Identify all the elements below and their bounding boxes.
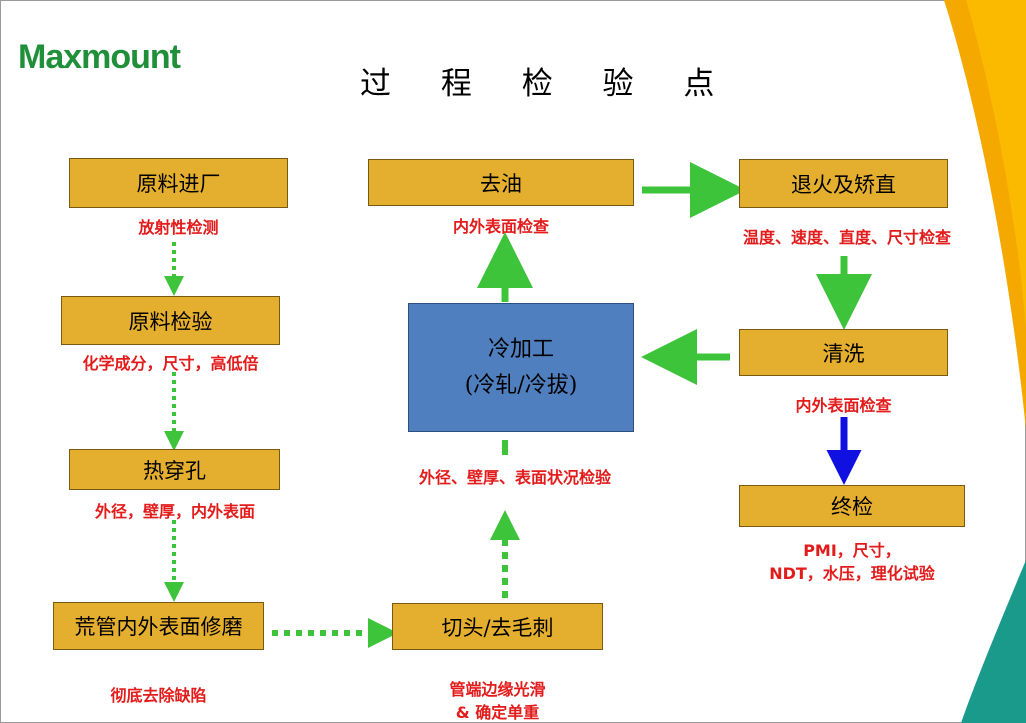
step-cleaning: 清洗 xyxy=(739,329,948,376)
step-label: 清洗 xyxy=(822,341,865,366)
company-logo: Maxmount xyxy=(18,38,181,76)
note-cutting-line2: & 确定单重 xyxy=(455,703,540,722)
note-final-line1: PMI，尺寸， xyxy=(803,541,901,560)
step-raw-material-in: 原料进厂 xyxy=(69,158,288,208)
note-annealing: 温度、速度、直度、尺寸检查 xyxy=(742,228,951,247)
note-raw-material-inspection: 化学成分，尺寸，高低倍 xyxy=(82,354,259,373)
step-label: 去油 xyxy=(480,171,522,196)
note-grinding: 彻底去除缺陷 xyxy=(110,686,207,705)
step-cutting: 切头/去毛刺 xyxy=(392,603,603,650)
step-grinding: 荒管内外表面修磨 xyxy=(53,602,264,650)
step-hot-piercing: 热穿孔 xyxy=(69,449,280,490)
note-cold-working: 外径、壁厚、表面状况检验 xyxy=(418,468,611,487)
note-hot-piercing: 外径，壁厚，内外表面 xyxy=(94,502,255,521)
note-final-line2: NDT，水压，理化试验 xyxy=(769,564,935,583)
step-label: 荒管内外表面修磨 xyxy=(74,615,243,639)
step-label: 原料检验 xyxy=(128,309,213,334)
step-annealing: 退火及矫直 xyxy=(739,159,948,208)
note-cutting-line1: 管端边缘光滑 xyxy=(449,680,546,699)
step-label: 原料进厂 xyxy=(136,172,221,196)
step-raw-material-inspection: 原料检验 xyxy=(61,296,280,345)
step-label-line2: (冷轧/冷拔) xyxy=(464,372,578,398)
step-cold-working: 冷加工 (冷轧/冷拔) xyxy=(408,303,634,432)
note-degreasing: 内外表面检查 xyxy=(452,217,549,236)
step-final-inspection: 终检 xyxy=(739,485,965,527)
step-label: 切头/去毛刺 xyxy=(441,615,554,640)
note-cleaning: 内外表面检查 xyxy=(795,396,892,415)
step-label: 退火及矫直 xyxy=(791,172,896,197)
step-label-line1: 冷加工 xyxy=(487,336,554,362)
page-title: 过 程 检 验 点 xyxy=(360,66,735,102)
note-raw-material-in: 放射性检测 xyxy=(138,218,219,237)
step-label: 热穿孔 xyxy=(143,458,206,483)
step-label: 终检 xyxy=(831,495,873,519)
corner-decoration xyxy=(944,0,1026,723)
step-degreasing: 去油 xyxy=(368,159,634,206)
